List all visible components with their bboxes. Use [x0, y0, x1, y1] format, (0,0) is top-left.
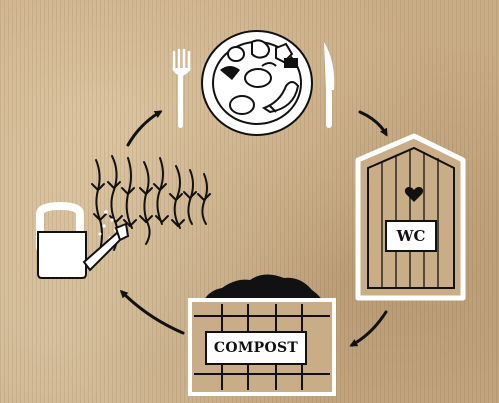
fork-icon — [173, 50, 190, 128]
plants-icon — [92, 156, 210, 250]
outhouse-icon — [358, 136, 463, 298]
wc-label: WC — [388, 222, 434, 250]
arrow-meal-to-toilet — [360, 112, 386, 134]
knife-icon — [324, 42, 334, 128]
watering-can-icon — [38, 206, 128, 278]
arrow-toilet-to-compost — [352, 312, 386, 345]
plate-with-food-icon — [202, 31, 312, 135]
compost-label: COMPOST — [208, 333, 304, 363]
arrow-compost-to-garden — [122, 292, 183, 333]
arrow-garden-to-meal — [128, 112, 160, 145]
